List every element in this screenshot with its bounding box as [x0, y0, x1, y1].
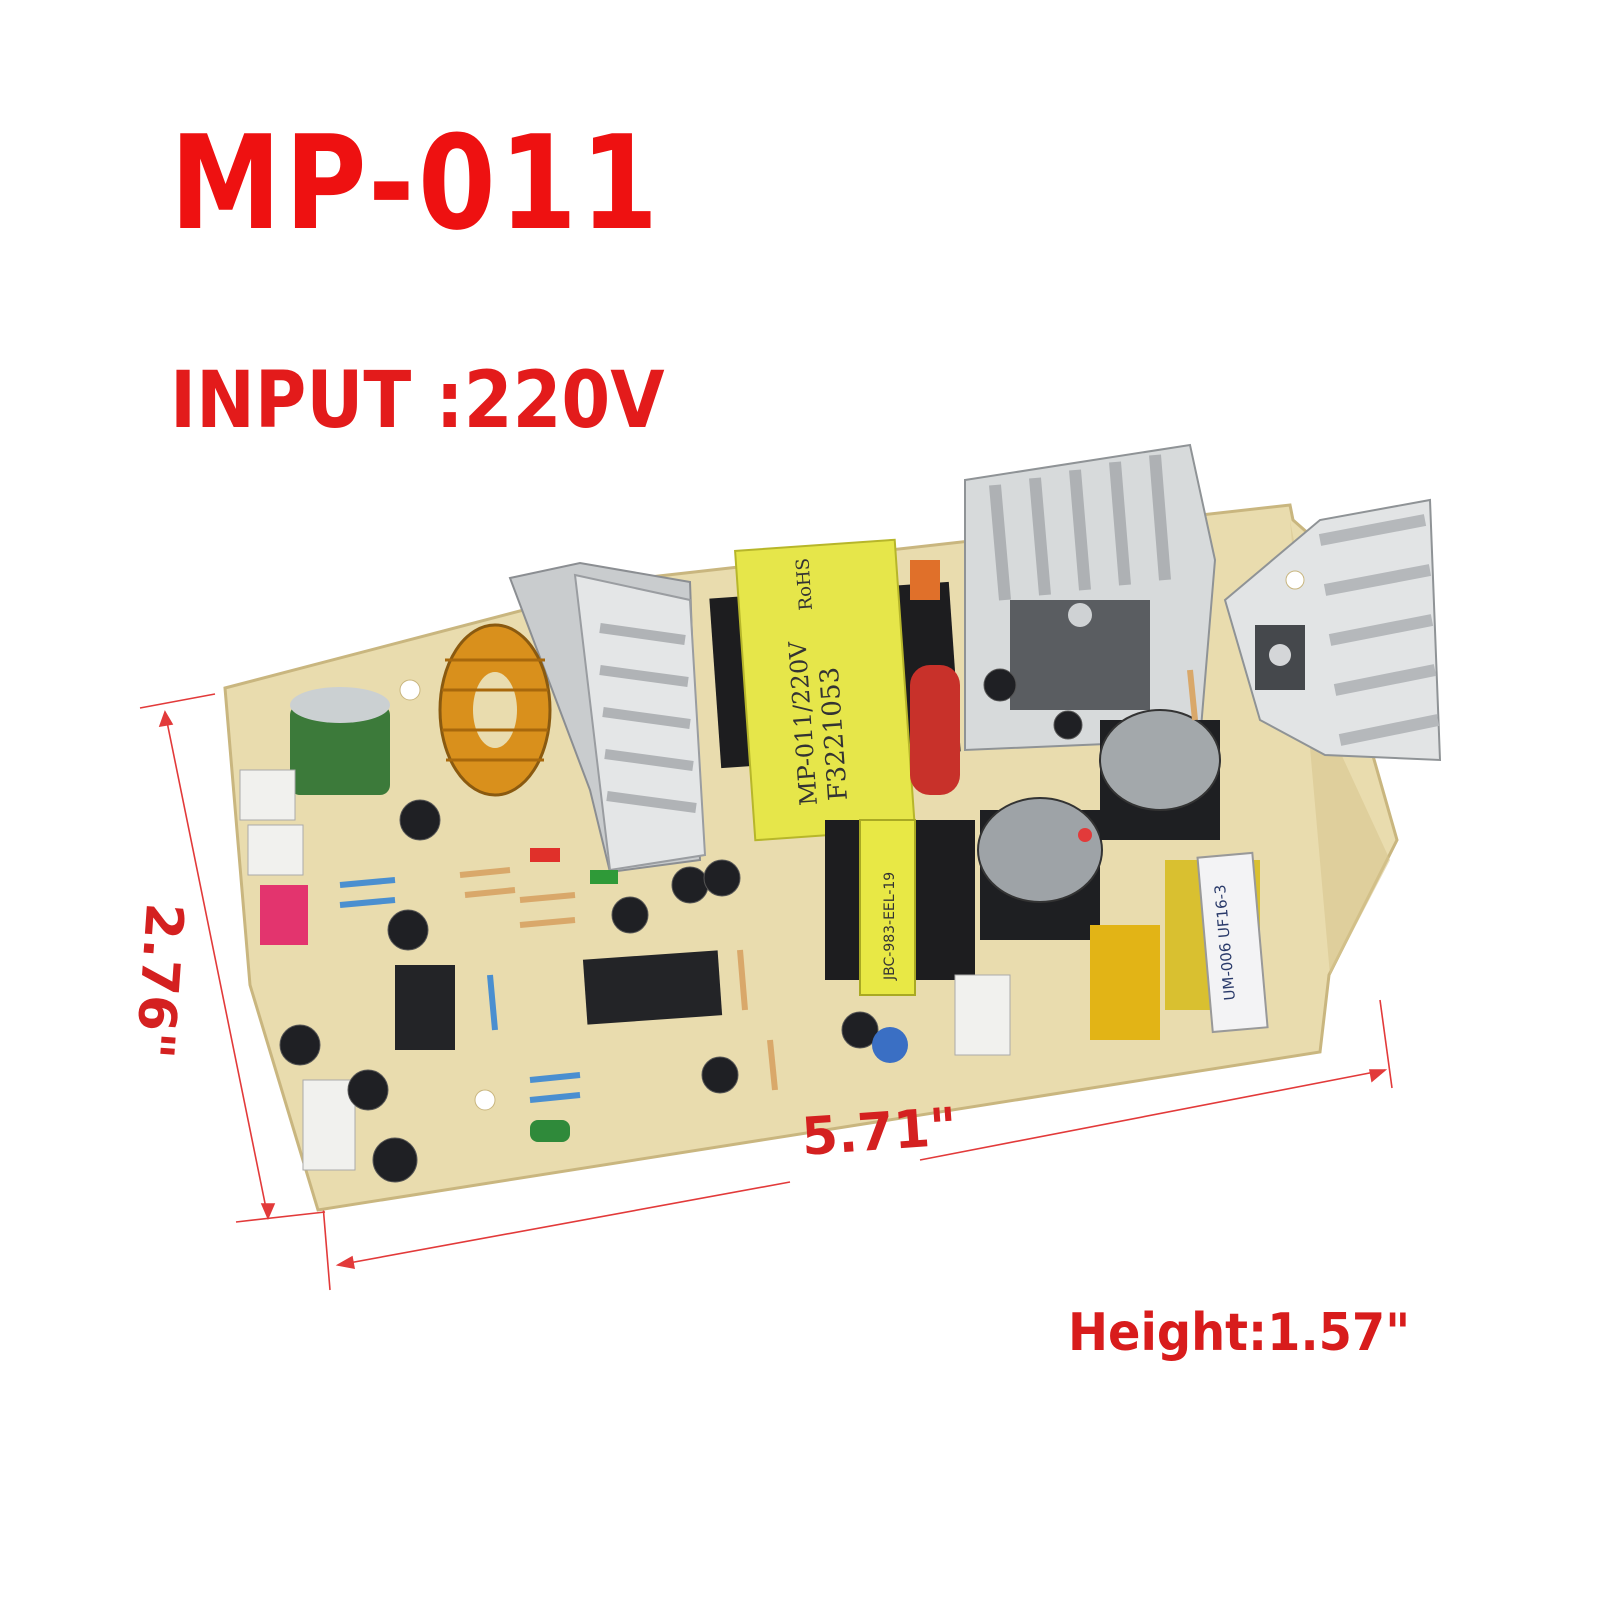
- aux-transformer: JBC-983-EEL-19: [825, 819, 975, 996]
- right-heatsink-side: [1223, 498, 1442, 762]
- big-capacitor-2: [1099, 709, 1221, 840]
- right-transformer: UM-006 UF16-3: [1165, 851, 1269, 1034]
- dimension-lines: [139, 693, 1393, 1291]
- white-connector-3: [302, 1079, 356, 1171]
- mounting-holes: [399, 570, 1305, 1111]
- height-dimension-label: Height:1.57": [1068, 1303, 1411, 1363]
- input-voltage-label: INPUT :220V: [170, 356, 665, 446]
- red-led: [530, 848, 560, 862]
- transformer-main-line3: RoHS: [792, 557, 817, 611]
- small-capacitors: [279, 668, 1083, 1183]
- white-connector-4: [954, 974, 1011, 1056]
- main-transformer: MP-011/220V F3221053 RoHS: [709, 538, 961, 842]
- product-model-title: MP-011: [170, 107, 662, 259]
- left-heatsink: [508, 561, 707, 874]
- ic-chip-2: [395, 965, 455, 1050]
- green-led: [590, 870, 618, 884]
- pink-connector: [260, 885, 308, 945]
- right-heatsink-top: [964, 443, 1217, 752]
- toroid-inductor: [438, 623, 552, 797]
- red-film-capacitor: [910, 665, 960, 795]
- orange-capacitor: [910, 560, 940, 600]
- big-capacitor-1: [977, 797, 1103, 940]
- white-connector-1: [239, 769, 296, 821]
- green-capacitor: [290, 687, 390, 795]
- ic-chip-1: [582, 950, 723, 1025]
- blue-capacitor: [872, 1027, 908, 1063]
- width-dimension-label: 5.71": [799, 1097, 959, 1168]
- resistors: [339, 669, 1198, 1103]
- yellow-x-capacitor: [1090, 925, 1160, 1040]
- depth-dimension-label: 2.76": [123, 901, 194, 1061]
- white-connector-2: [247, 824, 304, 876]
- green-film: [530, 1120, 570, 1142]
- transformer-aux-label: JBC-983-EEL-19: [882, 872, 898, 981]
